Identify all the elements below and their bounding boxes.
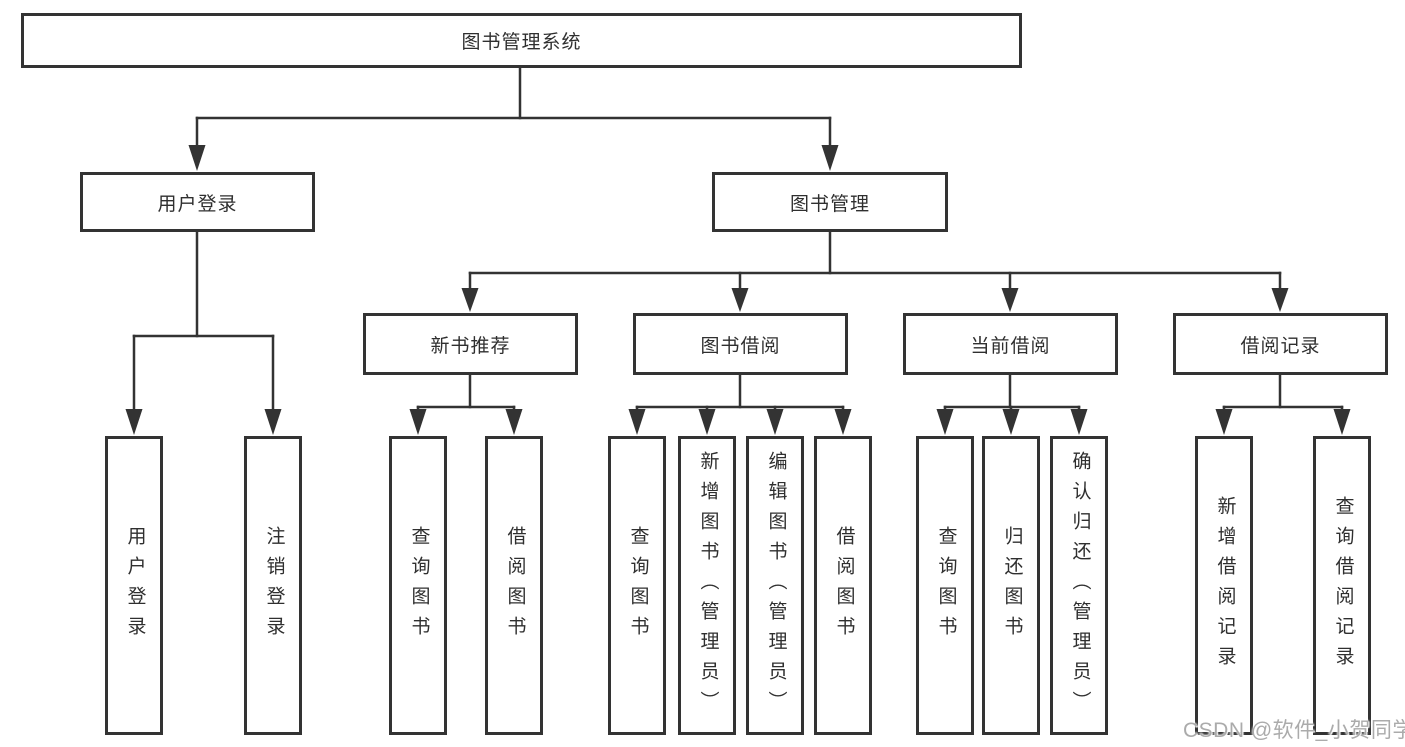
node-user-login: 用户登录 bbox=[80, 172, 315, 232]
watermark: CSDN @软件_小贺同学 bbox=[1183, 719, 1405, 742]
node-label: 借阅图书 bbox=[833, 525, 855, 646]
leaf-query-books-current: 查询图书 bbox=[916, 436, 974, 735]
leaf-confirm-return-admin: 确认归还（管理员） bbox=[1050, 436, 1108, 735]
node-label: 用户登录 bbox=[124, 525, 146, 646]
arrow-down-icon bbox=[409, 409, 427, 435]
node-label: 当前借阅 bbox=[970, 335, 1051, 357]
node-label: 归还图书 bbox=[1001, 525, 1023, 646]
arrow-down-icon bbox=[1271, 288, 1289, 312]
node-label: 确认归还（管理员） bbox=[1069, 450, 1091, 721]
node-book-borrowing: 图书借阅 bbox=[633, 313, 848, 375]
leaf-query-books-borrowing: 查询图书 bbox=[608, 436, 666, 735]
arrow-down-icon bbox=[936, 409, 954, 435]
node-library-management-system: 图书管理系统 bbox=[21, 13, 1022, 68]
node-label: 借阅记录 bbox=[1240, 335, 1321, 357]
node-label: 查询借阅记录 bbox=[1332, 495, 1354, 676]
arrow-down-icon bbox=[1002, 409, 1020, 435]
arrow-down-icon bbox=[125, 409, 143, 435]
arrow-down-icon bbox=[1070, 409, 1088, 435]
node-label: 查询图书 bbox=[408, 525, 430, 646]
leaf-borrow-books-recommend: 借阅图书 bbox=[485, 436, 543, 735]
node-label: 用户登录 bbox=[157, 193, 238, 215]
leaf-logout: 注销登录 bbox=[244, 436, 302, 735]
leaf-query-books-recommend: 查询图书 bbox=[389, 436, 447, 735]
arrow-down-icon bbox=[461, 288, 479, 312]
leaf-query-borrow-record: 查询借阅记录 bbox=[1313, 436, 1371, 735]
node-label: 编辑图书（管理员） bbox=[765, 450, 787, 721]
node-new-book-recommend: 新书推荐 bbox=[363, 313, 578, 375]
leaf-borrow-books: 借阅图书 bbox=[814, 436, 872, 735]
node-label: 新书推荐 bbox=[430, 335, 511, 357]
node-label: 图书管理系统 bbox=[461, 32, 582, 53]
node-book-management: 图书管理 bbox=[712, 172, 948, 232]
node-label: 查询图书 bbox=[627, 525, 649, 646]
node-current-borrowing: 当前借阅 bbox=[903, 313, 1118, 375]
arrow-down-icon bbox=[628, 409, 646, 435]
arrow-down-icon bbox=[731, 288, 749, 312]
arrow-down-icon bbox=[188, 145, 206, 171]
node-label: 新增图书（管理员） bbox=[697, 450, 719, 721]
leaf-return-book: 归还图书 bbox=[982, 436, 1040, 735]
arrow-down-icon bbox=[505, 409, 523, 435]
arrow-down-icon bbox=[766, 409, 784, 435]
arrow-down-icon bbox=[1001, 288, 1019, 312]
arrow-down-icon bbox=[821, 145, 839, 171]
leaf-add-book-admin: 新增图书（管理员） bbox=[678, 436, 736, 735]
node-label: 借阅图书 bbox=[504, 525, 526, 646]
arrow-down-icon bbox=[1333, 409, 1351, 435]
arrow-down-icon bbox=[698, 409, 716, 435]
leaf-add-borrow-record: 新增借阅记录 bbox=[1195, 436, 1253, 735]
leaf-edit-book-admin: 编辑图书（管理员） bbox=[746, 436, 804, 735]
node-borrowing-records: 借阅记录 bbox=[1173, 313, 1388, 375]
node-label: 查询图书 bbox=[935, 525, 957, 646]
node-label: 注销登录 bbox=[263, 525, 285, 646]
arrow-down-icon bbox=[264, 409, 282, 435]
leaf-user-login: 用户登录 bbox=[105, 436, 163, 735]
arrow-down-icon bbox=[1215, 409, 1233, 435]
node-label: 图书借阅 bbox=[700, 335, 781, 357]
node-label: 新增借阅记录 bbox=[1214, 495, 1236, 676]
arrow-down-icon bbox=[834, 409, 852, 435]
node-label: 图书管理 bbox=[789, 193, 870, 215]
